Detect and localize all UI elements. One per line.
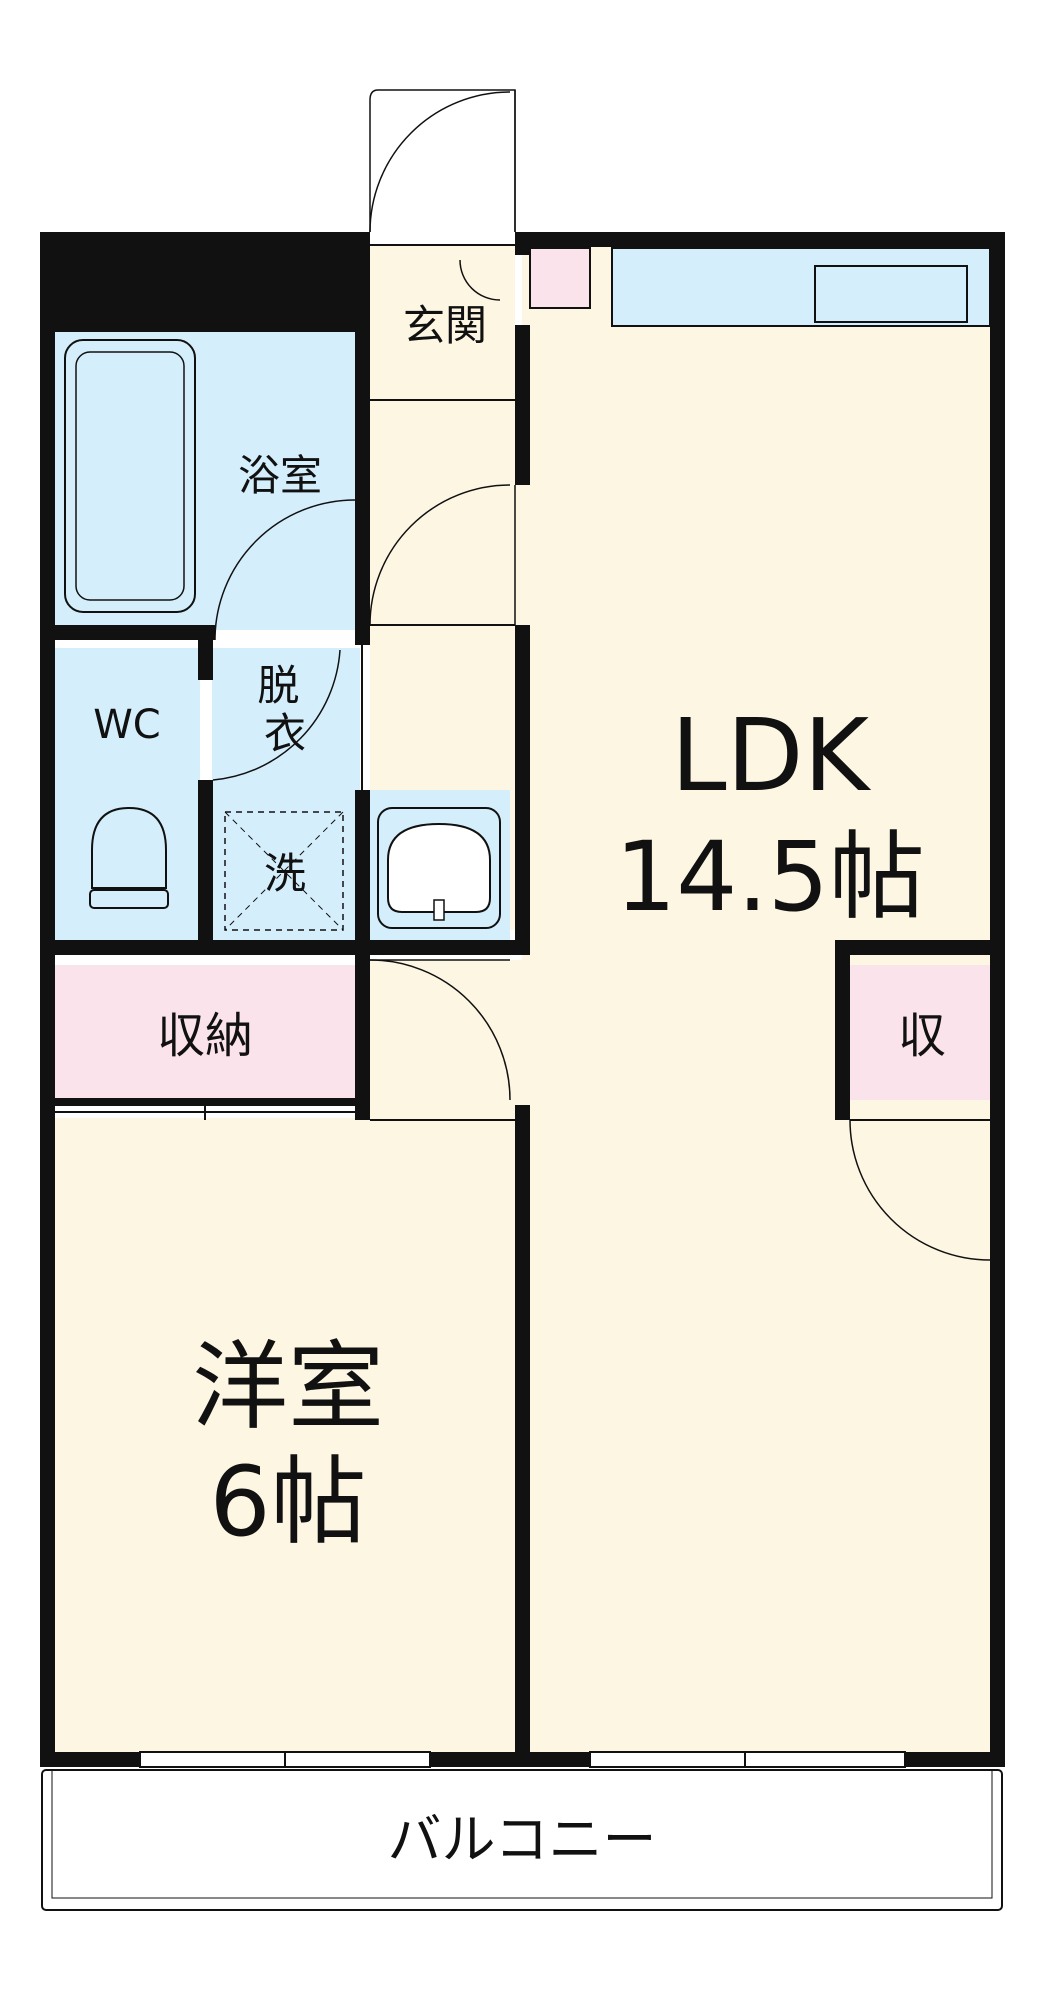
toilet-icon xyxy=(91,806,167,889)
dressing-label: 脱 衣 xyxy=(257,661,312,758)
faucet xyxy=(433,899,445,921)
hallway-lower-floor xyxy=(370,960,522,1120)
balcony-label: バルコニー xyxy=(388,1808,657,1871)
washer-space xyxy=(224,811,344,931)
storage-right-label: 収 xyxy=(898,1008,946,1064)
dressing-label-line2: 衣 xyxy=(264,709,306,758)
kitchen-sink xyxy=(814,265,968,323)
storage-right-floor xyxy=(850,965,992,1100)
wc-label: WC xyxy=(93,702,160,748)
dressing-label-line1: 脱 xyxy=(257,661,299,710)
western-room-name-label: 洋室 xyxy=(192,1331,384,1443)
entrance-label: 玄関 xyxy=(403,301,487,350)
toilet-tank xyxy=(89,889,169,909)
walls xyxy=(40,232,1005,1767)
door-swings xyxy=(212,89,991,1261)
washer-diagonal-1 xyxy=(224,811,344,931)
washbasin-bowl xyxy=(387,822,491,913)
storage-left-label: 収納 xyxy=(157,1008,253,1064)
thin-lines xyxy=(55,244,990,1121)
ldk-size-label: 14.5帖 xyxy=(615,821,925,933)
bathtub xyxy=(64,339,196,613)
ldk-name-label: LDK xyxy=(671,697,872,814)
washer-label: 洗 xyxy=(264,849,306,898)
bathtub-inner xyxy=(75,351,185,601)
washer-diagonal-2 xyxy=(224,811,344,931)
storage-left-floor xyxy=(55,965,355,1100)
balcony-inner-line xyxy=(51,1769,993,1899)
bathroom-label: 浴室 xyxy=(238,451,322,500)
dressing-floor xyxy=(212,648,360,948)
entrance-floor xyxy=(370,245,515,400)
western-room-size-label: 6帖 xyxy=(209,1446,366,1558)
western-room-floor xyxy=(55,1118,522,1753)
windows xyxy=(139,1751,906,1768)
shoe-storage xyxy=(529,247,591,309)
